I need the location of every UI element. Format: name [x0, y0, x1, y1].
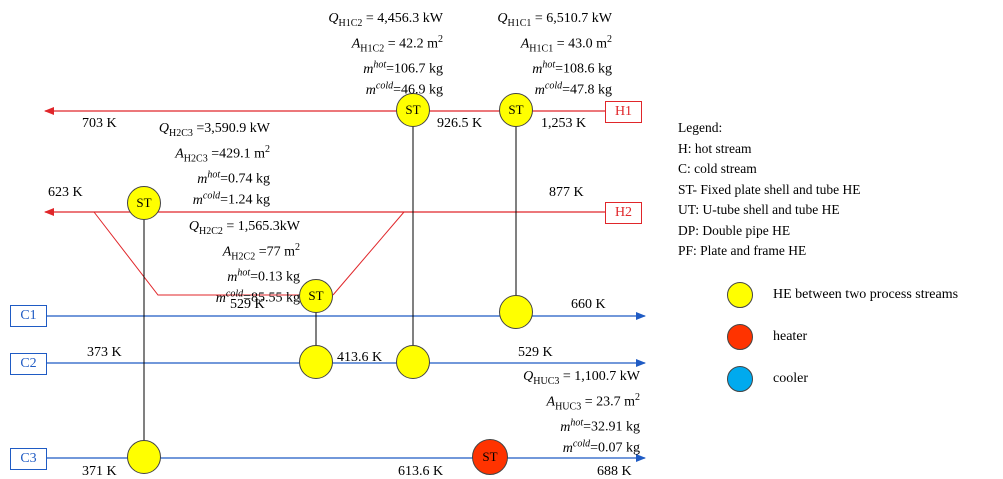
- stream-c1-box: C1: [10, 305, 47, 327]
- h1c1-mhot: =108.6 kg: [555, 61, 612, 77]
- legend-item: DP: Double pipe HE: [678, 222, 791, 238]
- legend-symbol-label: heater: [773, 329, 808, 344]
- legend-item: UT: U-tube shell and tube HE: [678, 202, 840, 217]
- annotation-h1c2: QH1C2 = 4,456.3 kW AH1C2 = 42.2 m2 mhot=…: [328, 11, 443, 98]
- c3-outlet-temp: 688 K: [597, 464, 632, 479]
- h2c2-mcold: =85.55 kg: [243, 290, 300, 306]
- legend-symbol-exchanger: HE between two process streams: [727, 282, 958, 308]
- h2c3-mcold: =1.24 kg: [220, 192, 270, 208]
- h2c3-area: =429.1: [211, 146, 251, 162]
- h1c2-mhot: =106.7 kg: [386, 61, 443, 77]
- stream-h1-box: H1: [605, 101, 642, 123]
- huc3-mhot: =32.91 kg: [583, 419, 640, 435]
- h1-outlet-temp: 703 K: [82, 116, 117, 131]
- h1c1-mcold: =47.8 kg: [562, 82, 612, 98]
- h2c2-duty: 1,565.3kW: [237, 219, 300, 234]
- legend-item: ST- Fixed plate shell and tube HE: [678, 181, 861, 197]
- stream-c3-box: C3: [10, 448, 47, 470]
- c3-intermediate-temp: 613.6 K: [398, 464, 444, 479]
- huc3-duty: 1,100.7 kW: [574, 369, 640, 384]
- h2c2-area: =77: [258, 244, 281, 260]
- huc3-mcold: =0.07 kg: [590, 440, 640, 456]
- h2c3-mhot: =0.74 kg: [220, 171, 270, 187]
- h1c1-area: 43.0: [568, 36, 593, 52]
- cooler-dot-icon: [727, 366, 753, 392]
- legend-item: H: hot stream: [678, 140, 752, 156]
- exchanger-h2c2-cold: [299, 345, 333, 379]
- h2c3-duty: =3,590.9 kW: [196, 121, 270, 136]
- legend: Legend: H: hot stream C: cold stream ST-…: [678, 118, 860, 262]
- annotation-h2c2: QH2C2 = 1,565.3kW AH2C2 =77 m2 mhot=0.13…: [188, 219, 300, 306]
- c1-inlet-temp: 529 K: [230, 297, 265, 312]
- legend-symbol-label: cooler: [773, 371, 808, 386]
- legend-symbol-heater: heater: [727, 324, 807, 350]
- exchanger-h1c2-hot: ST: [396, 93, 430, 127]
- h2-inlet-temp: 877 K: [549, 185, 584, 200]
- legend-title: Legend:: [678, 120, 723, 135]
- c2-intermediate2-temp: 529 K: [518, 345, 553, 360]
- stream-h2-branch-return: [332, 211, 405, 296]
- stream-h2-box: H2: [605, 202, 642, 224]
- legend-item: C: cold stream: [678, 161, 757, 176]
- h1c2-duty: 4,456.3 kW: [377, 11, 443, 26]
- heater-dot-icon: [727, 324, 753, 350]
- exchanger-h1c1-hot: ST: [499, 93, 533, 127]
- h2-outlet-temp: 623 K: [48, 185, 83, 200]
- c1-outlet-temp: 660 K: [571, 297, 606, 312]
- exchanger-h1c2-cold: [396, 345, 430, 379]
- c2-inlet-temp: 373 K: [87, 345, 122, 360]
- h1c2-area: 42.2: [399, 36, 424, 52]
- annotation-h1c1: QH1C1 = 6,510.7 kW AH1C1 = 43.0 m2 mhot=…: [497, 11, 612, 98]
- stream-c2-box: C2: [10, 353, 47, 375]
- huc3-area: 23.7: [596, 394, 621, 410]
- annotation-huc3: QHUC3 = 1,100.7 kW AHUC3 = 23.7 m2 mhot=…: [523, 369, 640, 456]
- legend-item: PF: Plate and frame HE: [678, 243, 807, 258]
- legend-symbol-label: HE between two process streams: [773, 287, 959, 302]
- exchanger-h2c3-hot: ST: [127, 186, 161, 220]
- h1-inlet-temp: 1,253 K: [541, 116, 587, 131]
- exchanger-h2c3-cold: [127, 440, 161, 474]
- exchanger-h1c1-cold: [499, 295, 533, 329]
- c3-inlet-temp: 371 K: [82, 464, 117, 479]
- exchanger-dot-icon: [727, 282, 753, 308]
- exchanger-h2c2-hot: ST: [299, 279, 333, 313]
- legend-symbol-cooler: cooler: [727, 366, 808, 392]
- heater-huc3: ST: [472, 439, 508, 475]
- annotation-h2c3: QH2C3 =3,590.9 kW AH2C3 =429.1 m2 mhot=0…: [158, 121, 270, 208]
- h2c2-mhot: =0.13 kg: [250, 269, 300, 285]
- stream-h2-branch: [93, 211, 300, 296]
- h1-intermediate-temp: 926.5 K: [437, 116, 483, 131]
- h1c2-mcold: =46.9 kg: [393, 82, 443, 98]
- c2-intermediate-temp: 413.6 K: [337, 350, 383, 365]
- h1c1-duty: 6,510.7 kW: [546, 11, 612, 26]
